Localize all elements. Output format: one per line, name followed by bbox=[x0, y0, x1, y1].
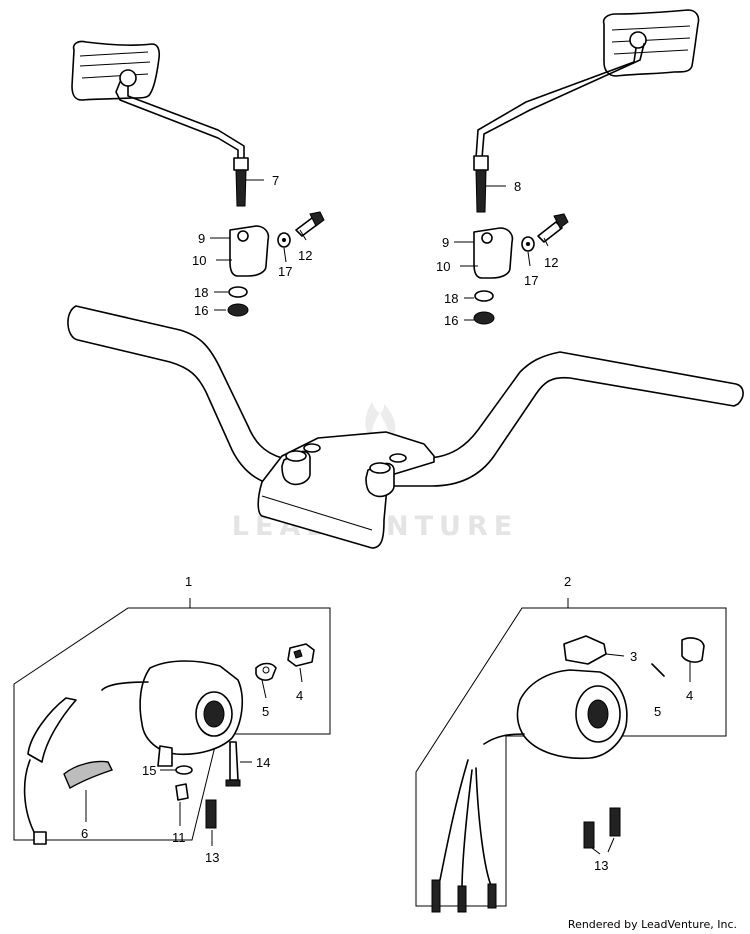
right-mirror bbox=[473, 9, 700, 213]
callout-13-left: 13 bbox=[205, 850, 219, 865]
callout-18-right: 18 bbox=[444, 291, 458, 306]
callout-10-right: 10 bbox=[436, 259, 450, 274]
left-mirror bbox=[71, 40, 249, 207]
callout-17-right: 17 bbox=[524, 273, 538, 288]
callout-15: 15 bbox=[142, 763, 156, 778]
callout-16-right: 16 bbox=[444, 313, 458, 328]
right-mount-hardware bbox=[473, 213, 569, 325]
callout-7: 7 bbox=[272, 173, 279, 188]
callout-17-left: 17 bbox=[278, 264, 292, 279]
handlebar-clamp bbox=[257, 431, 435, 549]
callout-labels: 7 8 9 10 12 17 18 16 9 10 12 17 18 16 1 … bbox=[81, 173, 693, 873]
callout-2: 2 bbox=[564, 574, 571, 589]
callout-10-left: 10 bbox=[192, 253, 206, 268]
callout-9-left: 9 bbox=[198, 231, 205, 246]
handlebar bbox=[67, 305, 744, 487]
callout-5-right: 5 bbox=[654, 704, 661, 719]
callout-14: 14 bbox=[256, 755, 270, 770]
right-switch-assembly bbox=[415, 598, 727, 913]
left-mount-hardware bbox=[227, 211, 325, 317]
callout-4-right: 4 bbox=[686, 688, 693, 703]
callout-18-left: 18 bbox=[194, 285, 208, 300]
callout-6: 6 bbox=[81, 826, 88, 841]
footer-credit: Rendered by LeadVenture, Inc. bbox=[567, 918, 737, 931]
callout-12-right: 12 bbox=[544, 255, 558, 270]
callout-4-left: 4 bbox=[296, 688, 303, 703]
callout-1: 1 bbox=[185, 574, 192, 589]
leader-lines bbox=[85, 179, 691, 855]
callout-9-right: 9 bbox=[442, 235, 449, 250]
left-switch-assembly bbox=[13, 598, 331, 845]
callout-8: 8 bbox=[514, 179, 521, 194]
callout-3: 3 bbox=[630, 649, 637, 664]
callout-13-right: 13 bbox=[594, 858, 608, 873]
callout-16-left: 16 bbox=[194, 303, 208, 318]
callout-12-left: 12 bbox=[298, 248, 312, 263]
callout-11: 11 bbox=[172, 830, 186, 845]
callout-5-left: 5 bbox=[262, 704, 269, 719]
